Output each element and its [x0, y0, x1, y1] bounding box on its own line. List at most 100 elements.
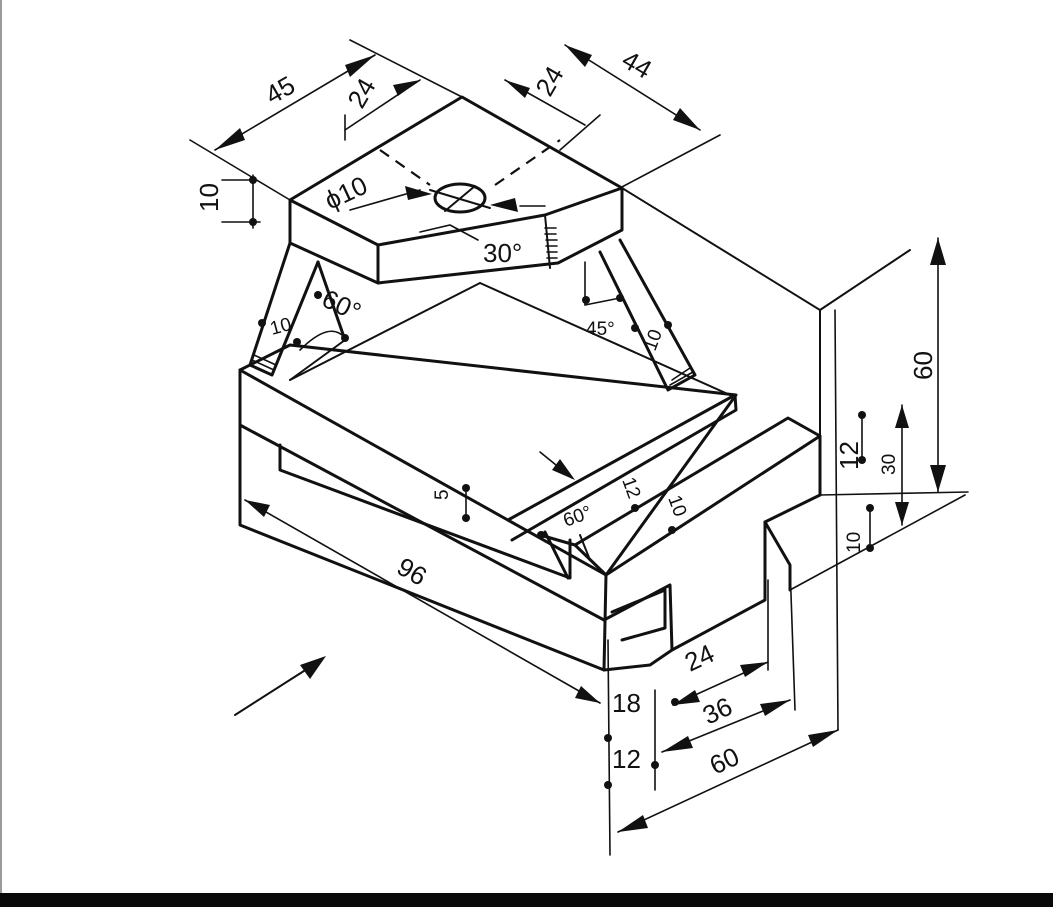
- left-strut-dot-c: [314, 291, 322, 299]
- base-left-front: [238, 368, 606, 672]
- dim-96-arrow-b: [575, 686, 600, 703]
- hole-ellipse: [433, 182, 487, 214]
- dim-24-right-ext: [559, 114, 601, 151]
- label-30-mid: 30: [879, 454, 900, 475]
- back-box: [621, 187, 821, 437]
- label-96: 96: [392, 551, 432, 591]
- dim-front-ext: [607, 639, 611, 856]
- left-strut-brace: [289, 339, 346, 381]
- dim-10-r-dot-a: [866, 504, 874, 512]
- hole-arrow-right: [490, 198, 518, 212]
- hole-cross-2: [444, 185, 476, 212]
- dim-10-dot-a: [249, 176, 257, 184]
- left-strut: [248, 241, 320, 377]
- dim-45-ext-a: [189, 139, 291, 201]
- dim-36-arrow-a: [662, 736, 693, 752]
- dim-10-dot-b: [249, 218, 257, 226]
- step-front-edge: [602, 573, 608, 672]
- label-5-rail: 5: [432, 489, 453, 500]
- groove-slope: [543, 530, 570, 580]
- dim-45-arrow-a: [215, 128, 245, 150]
- dim-12-bottom-dot-2: [651, 761, 659, 769]
- dim-right-ext-low: [789, 494, 966, 591]
- label-10-right-strut: 10: [640, 327, 667, 354]
- dim-groove-arrow: [552, 459, 575, 480]
- label-60deg-left: 60°: [317, 283, 365, 327]
- top-back-edge: [289, 282, 481, 381]
- label-24-right: 24: [529, 61, 569, 101]
- label-18: 18: [612, 688, 641, 718]
- dim-30-arrow-b: [895, 502, 909, 525]
- dim-45-ext-b: [349, 39, 463, 98]
- top-plate-face: [288, 95, 624, 247]
- angle-30-arc: [419, 224, 479, 241]
- right-slot: [670, 520, 792, 652]
- left-strut-dot-d: [341, 334, 349, 342]
- dim-44-arrow-b: [673, 108, 700, 130]
- dim-12-dot-a: [858, 411, 866, 419]
- label-12-step: 12: [834, 441, 864, 470]
- label-12-front: 12: [612, 744, 641, 774]
- label-10-top: 10: [194, 183, 224, 212]
- label-10-groove: 10: [663, 493, 690, 520]
- dim-60-ext: [819, 491, 969, 496]
- label-24-left: 24: [341, 73, 381, 113]
- centerline-1: [379, 149, 431, 186]
- dim-60-bottom-arrow-a: [618, 815, 648, 832]
- dim-12-bottom-dot: [604, 781, 612, 789]
- rail: [506, 393, 738, 542]
- label-60-height: 60: [908, 351, 938, 380]
- groove-dot-2: [631, 504, 639, 512]
- left-strut-hatch: [249, 354, 277, 376]
- dim-36-arrow-b: [760, 700, 790, 716]
- hole-arrow-left: [405, 186, 432, 200]
- step-top-face: [573, 416, 822, 577]
- left-strut-dot-b: [293, 338, 301, 346]
- label-44: 44: [617, 44, 657, 84]
- dim-24-dot: [671, 698, 679, 706]
- dim-45-arrow-b: [345, 55, 375, 77]
- dim-36-ext: [789, 564, 796, 711]
- front-slot-inner: [610, 588, 667, 642]
- step-lower-edge: [763, 493, 822, 524]
- back-box-top: [819, 249, 911, 311]
- dim-24-left-arrow: [393, 80, 420, 96]
- label-12-groove: 12: [617, 475, 644, 502]
- dim-60-height-arrow-b: [930, 465, 946, 492]
- dim-12-dot-b: [858, 456, 866, 464]
- dim-96-line: [244, 499, 601, 704]
- base-left-recess: [278, 443, 572, 580]
- centerline-2: [494, 139, 561, 186]
- left-strut-dot-a: [258, 319, 266, 327]
- dim-60-bottom-arrow-b: [808, 730, 838, 747]
- frame-bottom-bar: [0, 893, 1053, 907]
- top-plate: [288, 95, 624, 285]
- view-arrow-head: [300, 656, 326, 679]
- groove-dot: [537, 531, 545, 539]
- dim-right-ext-vert: [834, 309, 839, 731]
- dim-24-bottom-arrow-a: [673, 690, 700, 705]
- left-strut-edge: [316, 260, 347, 342]
- view-arrow: [234, 656, 326, 716]
- dim-24-bottom-arrow-b: [740, 662, 768, 677]
- angle-45-arc: [584, 297, 621, 306]
- groove-inner: [579, 534, 591, 561]
- dim-24-right-arrow: [505, 80, 530, 98]
- dim-30-arrow-a: [895, 405, 909, 428]
- dim-44-arrow-a: [565, 45, 592, 67]
- dim-18-dot: [604, 734, 612, 742]
- right-strut: [598, 238, 697, 392]
- label-60deg-groove: 60°: [561, 502, 595, 532]
- right-strut-dot-b: [616, 294, 624, 302]
- label-60-base: 60: [705, 741, 744, 780]
- label-10-left-strut: 10: [268, 314, 294, 340]
- label-45: 45: [260, 70, 300, 110]
- dim-60-height-arrow-a: [930, 238, 946, 265]
- right-strut-dot-a: [582, 296, 590, 304]
- frame-left-border: [0, 0, 2, 893]
- top-back-edge-2: [479, 282, 731, 396]
- label-45deg: 45°: [586, 319, 615, 340]
- dimension-lines: [189, 39, 969, 856]
- base-block: [238, 187, 911, 672]
